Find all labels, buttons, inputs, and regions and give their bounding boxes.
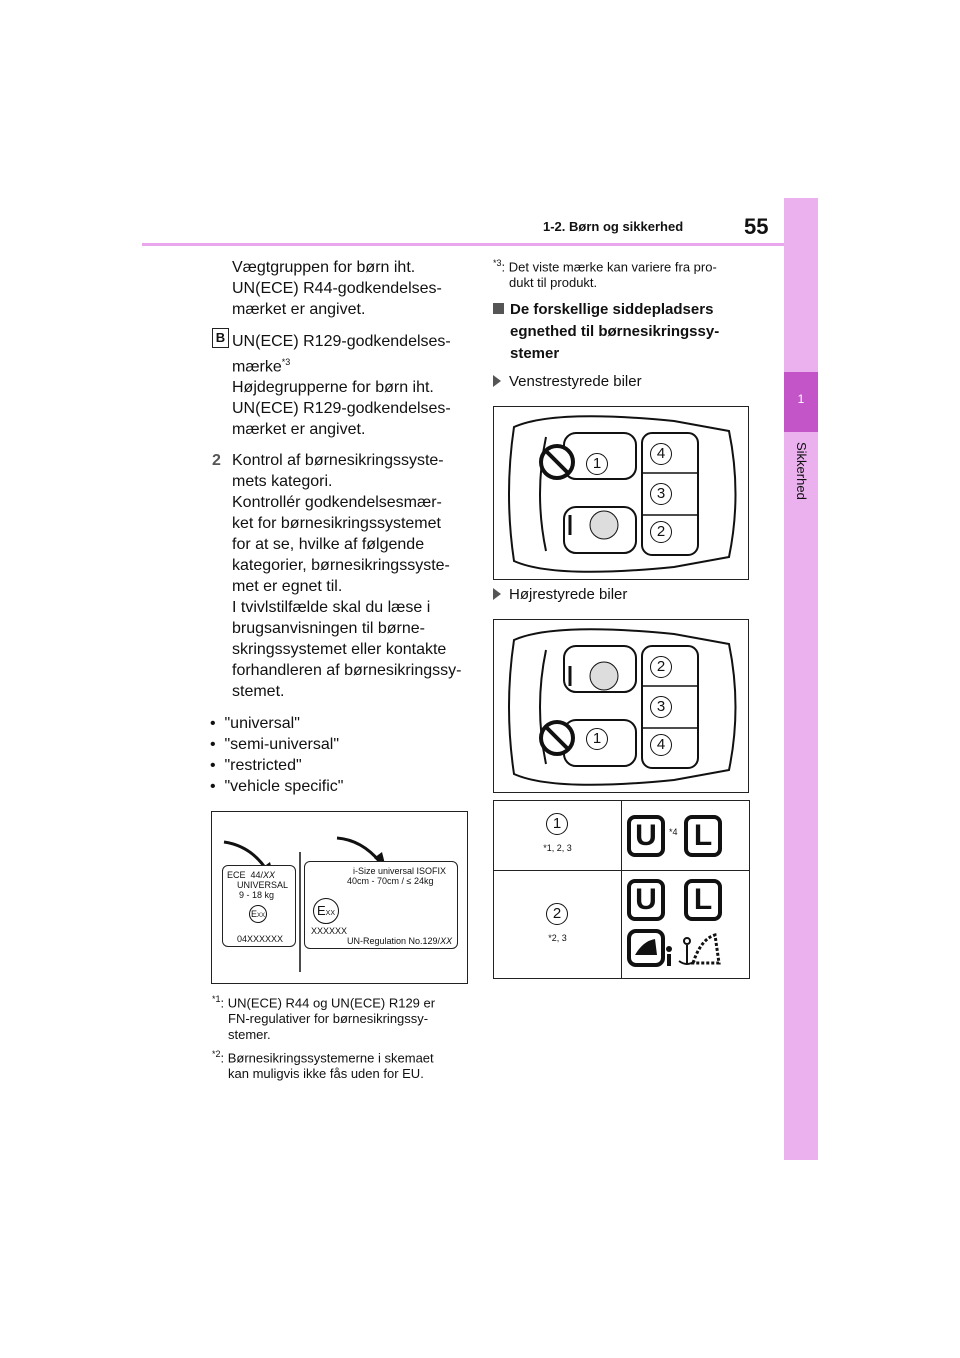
universal-icon: U <box>627 879 665 921</box>
footnote-1: *1: UN(ECE) R44 og UN(ECE) R129 er FN-re… <box>212 994 436 1043</box>
e-mark-icon: EXX <box>249 905 267 923</box>
rhd-label: Højrestyrede biler <box>493 584 627 605</box>
lateral-icon: L <box>684 879 722 921</box>
suitability-table: 1 *1, 2, 3 U *4 L 2 *2, 3 U L <box>493 800 750 979</box>
seat-number-4: 4 <box>650 443 672 465</box>
side-tab-active-chapter[interactable] <box>784 372 818 432</box>
car-top-view-icon <box>508 415 737 573</box>
r44-label: ECE 44/XX UNIVERSAL 9 - 18 kg EXX 04XXXX… <box>222 865 296 947</box>
category-list: • "universal" • "semi-universal" • "rest… <box>210 713 343 797</box>
seat-number-3: 3 <box>650 696 672 718</box>
seat-number-1: 1 <box>586 453 608 475</box>
r129-paragraph: UN(ECE) R129-godkendelses- mærke*3 Højde… <box>232 333 451 439</box>
triangle-bullet-icon <box>493 375 501 387</box>
weight-group-paragraph: Vægtgruppen for børn iht. UN(ECE) R44-go… <box>232 259 442 318</box>
lhd-label: Venstrestyrede biler <box>493 371 642 392</box>
r129-label: i-Size universal ISOFIX 40cm - 70cm / ≤ … <box>304 861 458 949</box>
e-mark-icon: EXX <box>313 898 339 924</box>
triangle-bullet-icon <box>493 588 501 600</box>
table-seat-2: 2 <box>546 903 568 925</box>
seat-number-2: 2 <box>650 521 672 543</box>
step-number: 2 <box>212 452 221 469</box>
section-heading: De forskellige siddepladsers egnethed ti… <box>493 299 719 365</box>
car-top-view-icon <box>508 628 737 786</box>
page-number: 55 <box>744 214 769 239</box>
header-rule <box>142 243 784 246</box>
child-seat-isofix-icons <box>627 929 721 967</box>
list-item: • "restricted" <box>210 757 302 774</box>
seat-number-1: 1 <box>586 728 608 750</box>
rhd-car-diagram: 2 3 1 4 <box>493 619 749 793</box>
table-note-row1: *1, 2, 3 <box>543 843 572 853</box>
seat-number-3: 3 <box>650 483 672 505</box>
lateral-icon: L <box>684 815 722 857</box>
side-tab <box>784 198 818 1160</box>
seat-number-2: 2 <box>650 656 672 678</box>
square-bullet-icon <box>493 303 504 314</box>
chapter-label: Sikkerhed <box>794 442 809 500</box>
footnote-3: *3: Det viste mærke kan variere fra pro-… <box>493 258 717 291</box>
table-note-row2: *2, 3 <box>548 933 567 943</box>
list-item: • "vehicle specific" <box>210 778 344 795</box>
universal-icon: U <box>627 815 665 857</box>
list-item: • "universal" <box>210 715 300 732</box>
approval-label-figure: ECE 44/XX UNIVERSAL 9 - 18 kg EXX 04XXXX… <box>211 811 468 984</box>
seat-number-4: 4 <box>650 734 672 756</box>
step-paragraph: Kontrol af børnesikringssyste- mets kate… <box>232 452 462 700</box>
callout-b: B <box>212 328 229 348</box>
section-title: 1-2. Børn og sikkerhed <box>543 219 684 234</box>
footnote-2: *2: Børnesikringssystemerne i skemaet ka… <box>212 1049 434 1082</box>
table-seat-1: 1 <box>546 813 568 835</box>
list-item: • "semi-universal" <box>210 736 339 753</box>
footnote-4-mark: *4 <box>669 827 678 837</box>
chapter-number: 1 <box>797 392 805 406</box>
lhd-car-diagram: 1 4 3 2 <box>493 406 749 580</box>
